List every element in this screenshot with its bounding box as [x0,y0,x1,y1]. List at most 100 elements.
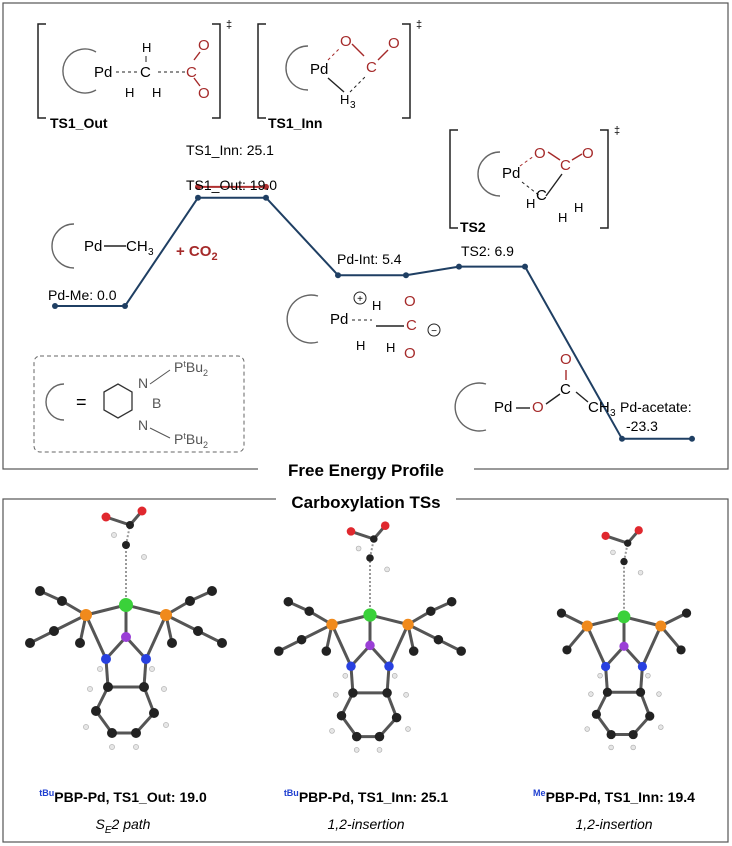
bond [585,625,607,668]
carbon-atom [348,688,358,698]
carbon-atom [149,708,159,718]
hydrogen-atom [97,666,103,672]
svg-text:H: H [372,298,381,313]
panel-3-caption: 1,2-insertion [575,816,652,832]
carbon-atom [207,586,217,596]
phosphorus-atom [655,620,667,632]
carbon-atom [126,521,134,529]
svg-text:3: 3 [148,247,154,258]
svg-text:=: = [76,392,87,412]
hydrogen-atom [405,726,411,732]
hydrogen-atom [645,672,651,679]
hydrogen-atom [87,686,93,692]
carbon-atom [131,728,141,738]
boron-atom [121,632,131,642]
svg-text:C: C [560,381,571,398]
svg-text:O: O [404,293,416,310]
hydrogen-atom [133,744,139,750]
hydrogen-atom [355,545,362,552]
hydrogen-atom [630,744,636,751]
level-label-pdac: Pd-acetate: [620,399,692,415]
svg-text:C: C [536,187,547,204]
svg-text:O: O [198,37,210,54]
svg-text:C: C [406,317,417,334]
hydrogen-atom [163,722,169,728]
boron-atom [365,640,375,651]
hydrogen-atom [149,666,155,672]
svg-text:H: H [356,338,365,353]
svg-text:H: H [142,40,151,55]
hydrogen-atom [610,549,616,556]
level-dot-pdme [52,303,58,309]
carbon-atom [107,728,117,738]
carbon-atom [681,608,692,618]
carbon-atom [591,709,602,719]
carbon-atom [391,712,402,723]
carbon-atom [75,638,85,648]
palladium-atom [617,610,631,624]
svg-text:Pd: Pd [94,64,112,81]
carbon-atom [374,731,385,742]
svg-text:C: C [560,157,571,174]
partial-bond [623,543,629,562]
hydrogen-atom [342,673,349,679]
svg-text:C: C [366,59,377,76]
hydrogen-atom [584,726,590,732]
oxygen-atom [346,527,356,536]
phosphorus-atom [326,618,338,631]
oxygen-atom [601,531,610,540]
svg-text:O: O [198,85,210,102]
carbon-atom [139,682,149,692]
bottom-title: Carboxylation TSs [291,493,440,512]
svg-text:O: O [404,345,416,362]
nitrogen-atom [141,654,151,664]
hydrogen-atom [588,691,594,697]
nitrogen-atom [384,661,394,672]
svg-text:O: O [560,351,572,368]
svg-text:B: B [152,395,161,411]
carbon-atom [274,646,284,656]
pd-me-structure: Pd CH 3 [51,223,154,269]
carbon-atom [57,596,67,606]
svg-text:TS1_Out: TS1_Out [50,115,108,131]
connector-pdint-ts2 [405,265,460,277]
phosphorus-atom [160,609,172,621]
pd-int-structure: Pd + H H H C O O − [286,291,441,362]
carbon-atom [382,688,392,698]
carbon-atom [122,541,130,549]
palladium-atom [363,608,377,622]
ts1-inn-structure: ‡ Pd O C O H 3 TS1_Inn [257,19,422,131]
svg-text:Pd: Pd [330,311,348,328]
ts2-structure: ‡ Pd O C O C H H H TS2 [449,125,620,235]
hydrogen-atom [608,744,614,751]
carbon-atom [283,596,294,607]
carbon-atom [321,646,332,656]
carbon-atom [370,535,378,543]
molecule-me [556,526,692,751]
carbon-atom [606,729,616,740]
molecule-tbu-inn [274,521,466,753]
hydrogen-atom [161,686,167,692]
carbon-atom [25,638,35,648]
svg-text:‡: ‡ [614,125,620,137]
svg-text:O: O [534,145,546,162]
panel-1-title: tBuPBP-Pd, TS1_Out: 19.0 [39,788,207,805]
carbon-atom [167,638,177,648]
bond [144,614,168,660]
svg-text:Pd: Pd [494,399,512,416]
svg-text:H: H [558,210,567,225]
level-label-ts2: TS2: 6.9 [461,243,514,259]
svg-text:Pd: Pd [310,61,328,78]
carbon-atom [408,646,419,656]
hydrogen-atom [637,569,644,576]
level-label-pdac-value: -23.3 [626,418,658,434]
carbon-atom [624,539,632,547]
bond [330,623,353,667]
palladium-atom [119,598,133,612]
nitrogen-atom [346,661,356,672]
ts1-out-structure: ‡ Pd C H H H C O O TS1_Out [37,19,232,131]
level-label-ts1inn: TS1_Inn: 25.1 [186,142,274,158]
nitrogen-atom [601,661,611,672]
carbon-atom [103,682,113,692]
